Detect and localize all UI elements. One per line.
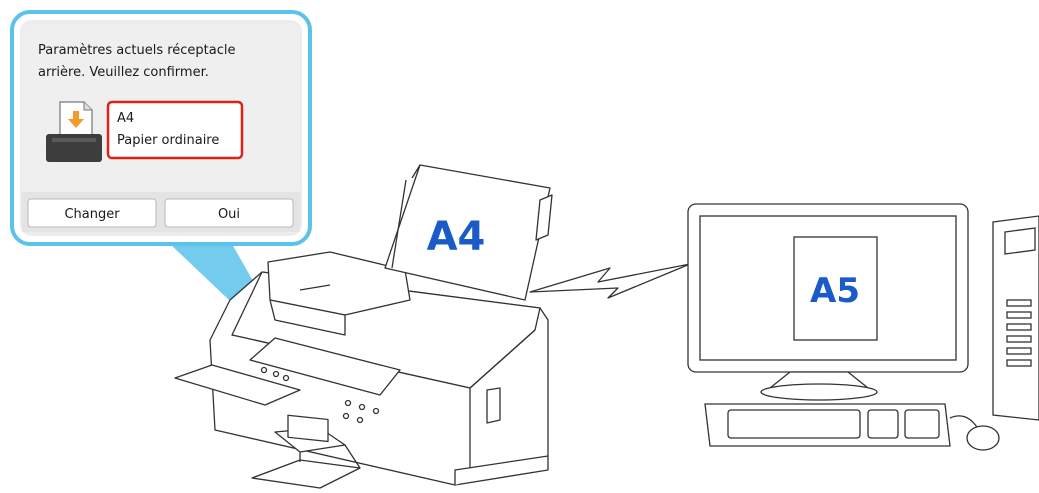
printer-paper-label: A4 [427,214,486,260]
keyboard [705,404,950,446]
paper-size-value: A4 [117,111,134,126]
change-button[interactable]: Changer [28,199,156,227]
mouse [950,416,999,450]
computer-paper-label: A5 [810,271,860,311]
pc-tower [993,216,1039,420]
popup-message-line1: Paramètres actuels réceptacle [38,43,236,58]
ok-button[interactable]: Oui [165,199,293,227]
popup-message-line2: arrière. Veuillez confirmer. [38,65,209,80]
change-button-label: Changer [64,207,120,222]
ok-button-label: Oui [218,207,240,222]
wireless-link-icon [530,264,690,298]
paper-type-value: Papier ordinaire [117,133,219,148]
